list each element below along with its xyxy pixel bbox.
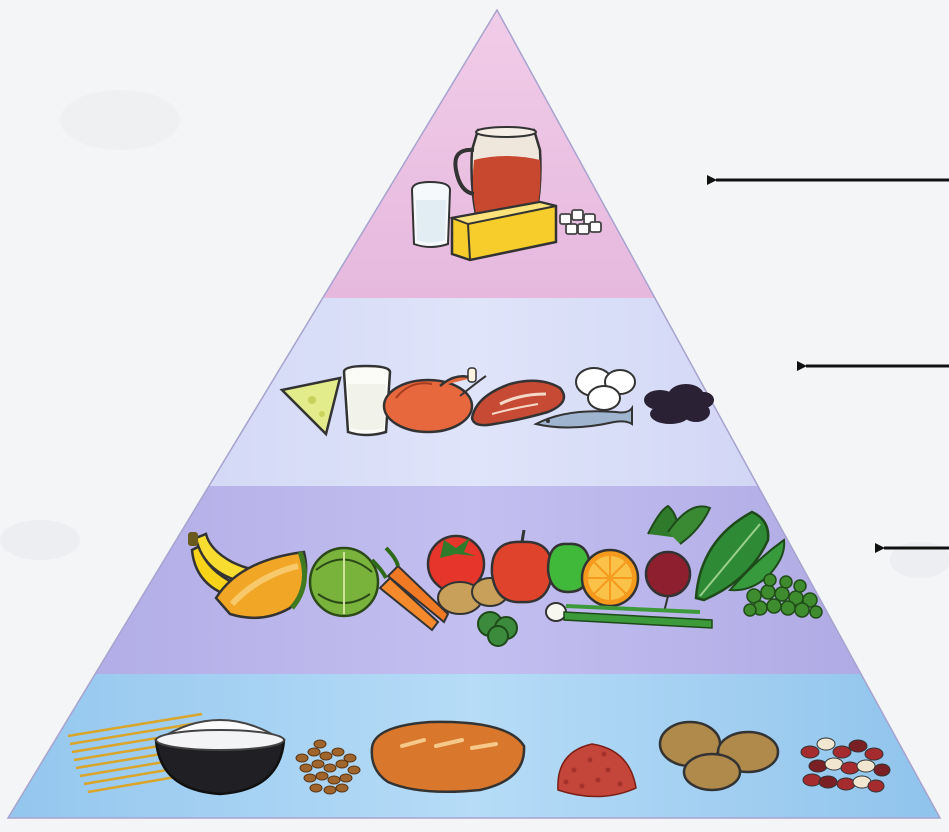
milk-glass-icon bbox=[412, 182, 450, 247]
milk-glass-icon bbox=[344, 366, 390, 435]
bread-loaf-icon bbox=[372, 722, 524, 792]
cabbage-icon bbox=[310, 548, 378, 616]
orange-half-icon bbox=[582, 550, 638, 606]
tier-upper-middle bbox=[0, 298, 949, 486]
